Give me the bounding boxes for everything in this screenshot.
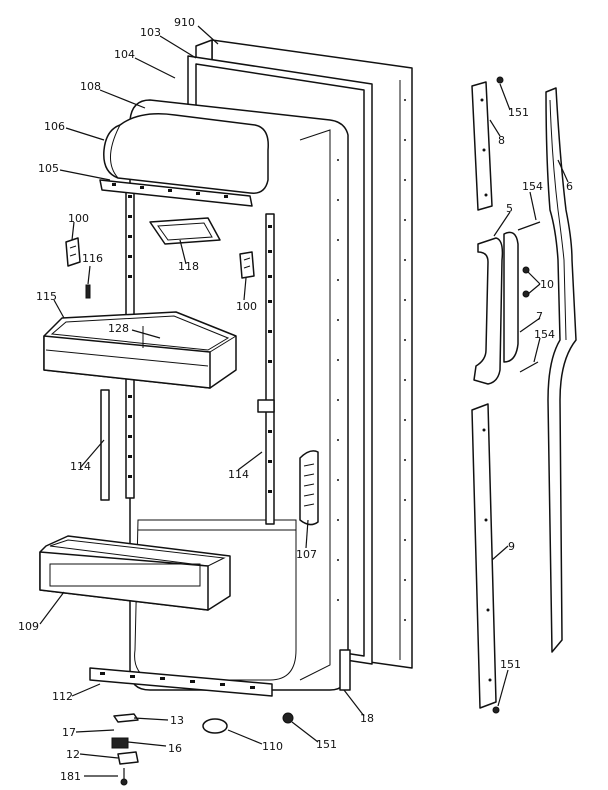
label-6: 6 (566, 180, 573, 193)
label-9: 9 (508, 540, 515, 553)
label-151-bottom-center: 151 (316, 738, 337, 751)
label-151-top: 151 (508, 106, 529, 119)
label-181: 181 (60, 770, 81, 783)
label-13: 13 (170, 714, 184, 727)
butter-door (299, 450, 319, 526)
label-128: 128 (108, 322, 129, 335)
label-10: 10 (540, 278, 554, 291)
hinge-hardware (111, 713, 139, 786)
label-108: 108 (80, 80, 101, 93)
shelf-support-clips (65, 237, 255, 299)
label-106: 106 (44, 120, 65, 133)
door-handle (473, 76, 541, 385)
door-shelf (43, 311, 237, 389)
label-118: 118 (178, 260, 199, 273)
handle-trim (545, 87, 577, 653)
bottom-trim-strip (89, 667, 273, 697)
door-liner (129, 99, 349, 691)
egg-tray (149, 217, 221, 245)
label-114-left: 114 (70, 460, 91, 473)
label-5: 5 (506, 202, 513, 215)
hinge-cover-top (471, 81, 493, 211)
bottom-door-bin (39, 535, 231, 611)
label-18: 18 (360, 712, 374, 725)
label-910: 910 (174, 16, 195, 29)
label-110: 110 (262, 740, 283, 753)
shelf-rail-right (257, 213, 275, 525)
hinge-pin-18 (282, 649, 351, 724)
label-100-left: 100 (68, 212, 89, 225)
dairy-compartment (99, 113, 269, 207)
label-116: 116 (82, 252, 103, 265)
part-labels: 910 103 104 108 106 105 100 116 118 100 … (18, 16, 573, 783)
label-103: 103 (140, 26, 161, 39)
label-104: 104 (114, 48, 135, 61)
door-stop (202, 718, 228, 734)
label-109: 109 (18, 620, 39, 633)
label-114-right: 114 (228, 468, 249, 481)
label-151-bottom-right: 151 (500, 658, 521, 671)
label-107: 107 (296, 548, 317, 561)
leader-lines (39, 25, 569, 777)
label-154-top: 154 (522, 180, 543, 193)
label-12: 12 (66, 748, 80, 761)
hinge-cover-bottom (471, 403, 500, 714)
label-8: 8 (498, 134, 505, 147)
label-7: 7 (536, 310, 543, 323)
label-16: 16 (168, 742, 182, 755)
label-112: 112 (52, 690, 73, 703)
label-115: 115 (36, 290, 57, 303)
label-105: 105 (38, 162, 59, 175)
label-100-right: 100 (236, 300, 257, 313)
label-154-bottom: 154 (534, 328, 555, 341)
label-17: 17 (62, 726, 76, 739)
